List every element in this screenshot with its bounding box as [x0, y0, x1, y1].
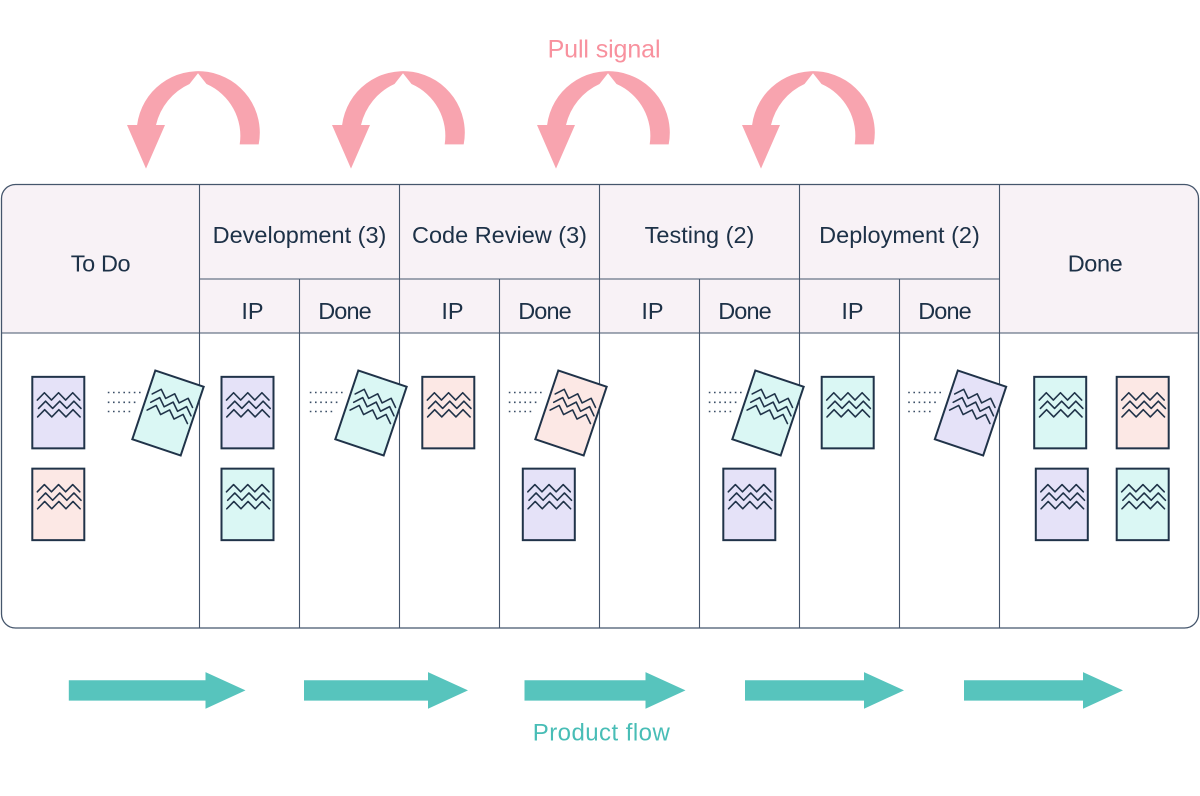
svg-text:Product flow: Product flow [533, 720, 671, 747]
svg-text:IP: IP [441, 298, 463, 324]
svg-text:Pull signal: Pull signal [548, 36, 661, 64]
svg-text:IP: IP [241, 298, 263, 324]
svg-text:Done: Done [718, 298, 771, 324]
svg-text:Done: Done [318, 298, 371, 324]
svg-text:Testing (2): Testing (2) [645, 222, 755, 248]
svg-text:Development (3): Development (3) [213, 222, 387, 248]
svg-text:IP: IP [641, 298, 663, 324]
svg-text:Deployment (2): Deployment (2) [819, 222, 980, 248]
svg-text:Done: Done [918, 298, 971, 324]
svg-text:Code Review (3): Code Review (3) [412, 222, 587, 248]
svg-text:Done: Done [1068, 251, 1123, 277]
svg-text:IP: IP [841, 298, 863, 324]
svg-text:Done: Done [518, 298, 571, 324]
svg-text:To Do: To Do [71, 251, 131, 277]
